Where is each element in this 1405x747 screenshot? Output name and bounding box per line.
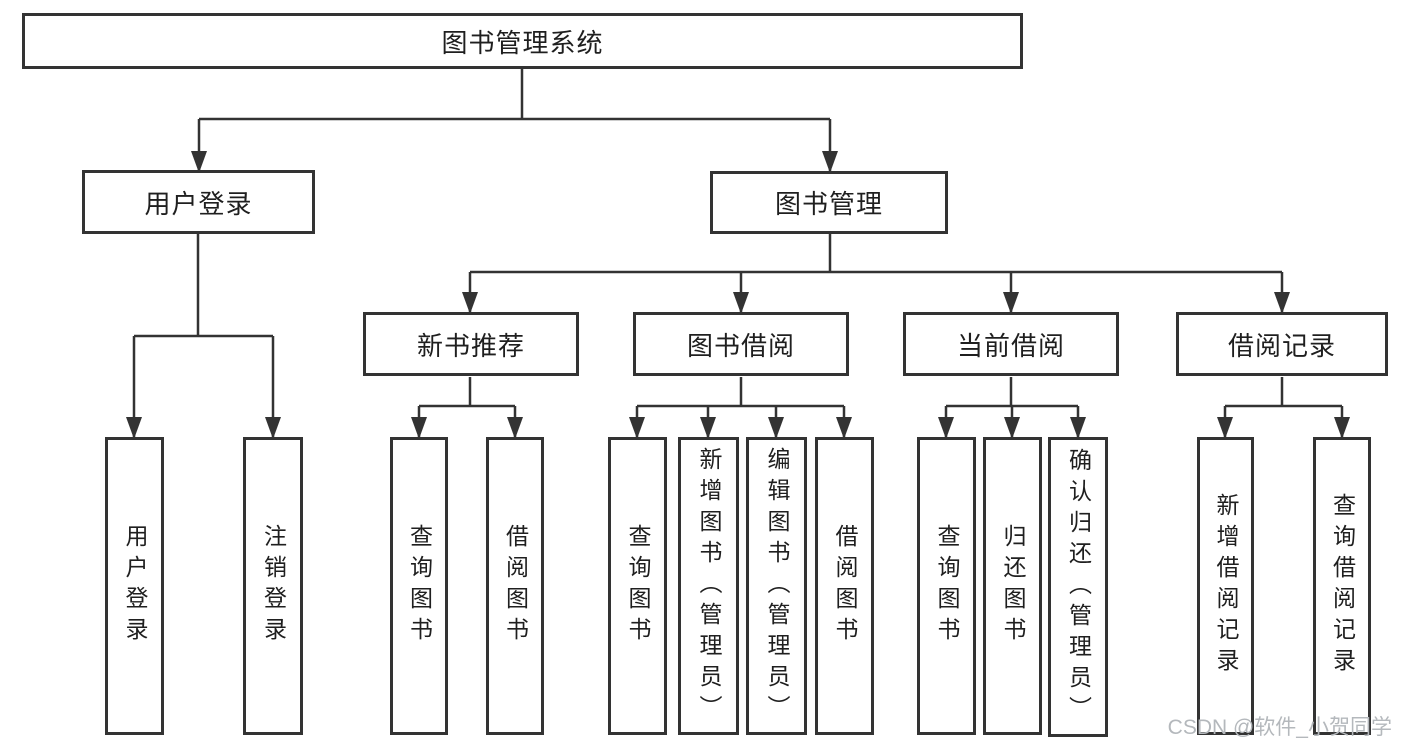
leaf-logout-login-label: 注销登录 xyxy=(260,524,287,648)
leaf-confirm-return-admin-label: 确认归还（管理员） xyxy=(1065,447,1092,727)
leaf-edit-books-admin: 编辑图书（管理员） xyxy=(746,437,807,735)
leaf-borrow-books-borrow: 借阅图书 xyxy=(815,437,874,735)
leaf-borrow-books-recommend: 借阅图书 xyxy=(486,437,544,735)
leaf-query-borrow-record-label: 查询借阅记录 xyxy=(1329,493,1356,679)
node-borrowing-records: 借阅记录 xyxy=(1176,312,1388,376)
leaf-add-books-admin-label: 新增图书（管理员） xyxy=(696,446,722,726)
leaf-add-borrow-record-label: 新增借阅记录 xyxy=(1213,493,1239,679)
leaf-add-books-admin: 新增图书（管理员） xyxy=(678,437,739,735)
leaf-query-books-recommend-label: 查询图书 xyxy=(406,524,433,648)
node-root: 图书管理系统 xyxy=(22,13,1023,69)
leaf-query-books-current: 查询图书 xyxy=(917,437,976,735)
node-user-login-label: 用户登录 xyxy=(144,188,253,219)
node-borrowing-records-label: 借阅记录 xyxy=(1227,330,1336,361)
leaf-query-books-borrow: 查询图书 xyxy=(608,437,667,735)
csdn-watermark: CSDN @软件_小贺同学 xyxy=(1167,716,1392,739)
leaf-return-books-label: 归还图书 xyxy=(1000,524,1026,648)
leaf-query-books-current-label: 查询图书 xyxy=(934,524,960,648)
leaf-query-books-borrow-label: 查询图书 xyxy=(625,524,651,648)
node-current-borrowing: 当前借阅 xyxy=(903,312,1119,376)
leaf-query-books-recommend: 查询图书 xyxy=(390,437,448,735)
leaf-confirm-return-admin: 确认归还（管理员） xyxy=(1048,437,1108,737)
leaf-borrow-books-borrow-label: 借阅图书 xyxy=(832,524,858,648)
leaf-query-borrow-record: 查询借阅记录 xyxy=(1313,437,1371,735)
leaf-edit-books-admin-label: 编辑图书（管理员） xyxy=(764,446,790,726)
leaf-add-borrow-record: 新增借阅记录 xyxy=(1197,437,1254,735)
leaf-logout-login: 注销登录 xyxy=(243,437,303,735)
node-book-management-label: 图书管理 xyxy=(774,189,883,219)
node-book-borrowing-label: 图书借阅 xyxy=(686,330,795,361)
leaf-borrow-books-recommend-label: 借阅图书 xyxy=(502,524,529,648)
leaf-user-login-label: 用户登录 xyxy=(122,524,148,648)
node-book-borrowing: 图书借阅 xyxy=(633,312,849,376)
node-new-book-recommend: 新书推荐 xyxy=(363,312,579,376)
node-root-label: 图书管理系统 xyxy=(441,27,604,58)
node-current-borrowing-label: 当前借阅 xyxy=(956,330,1065,361)
node-book-management: 图书管理 xyxy=(710,171,948,234)
leaf-user-login: 用户登录 xyxy=(105,437,164,735)
leaf-return-books: 归还图书 xyxy=(983,437,1042,735)
node-user-login: 用户登录 xyxy=(82,170,315,234)
node-new-book-recommend-label: 新书推荐 xyxy=(416,330,525,361)
